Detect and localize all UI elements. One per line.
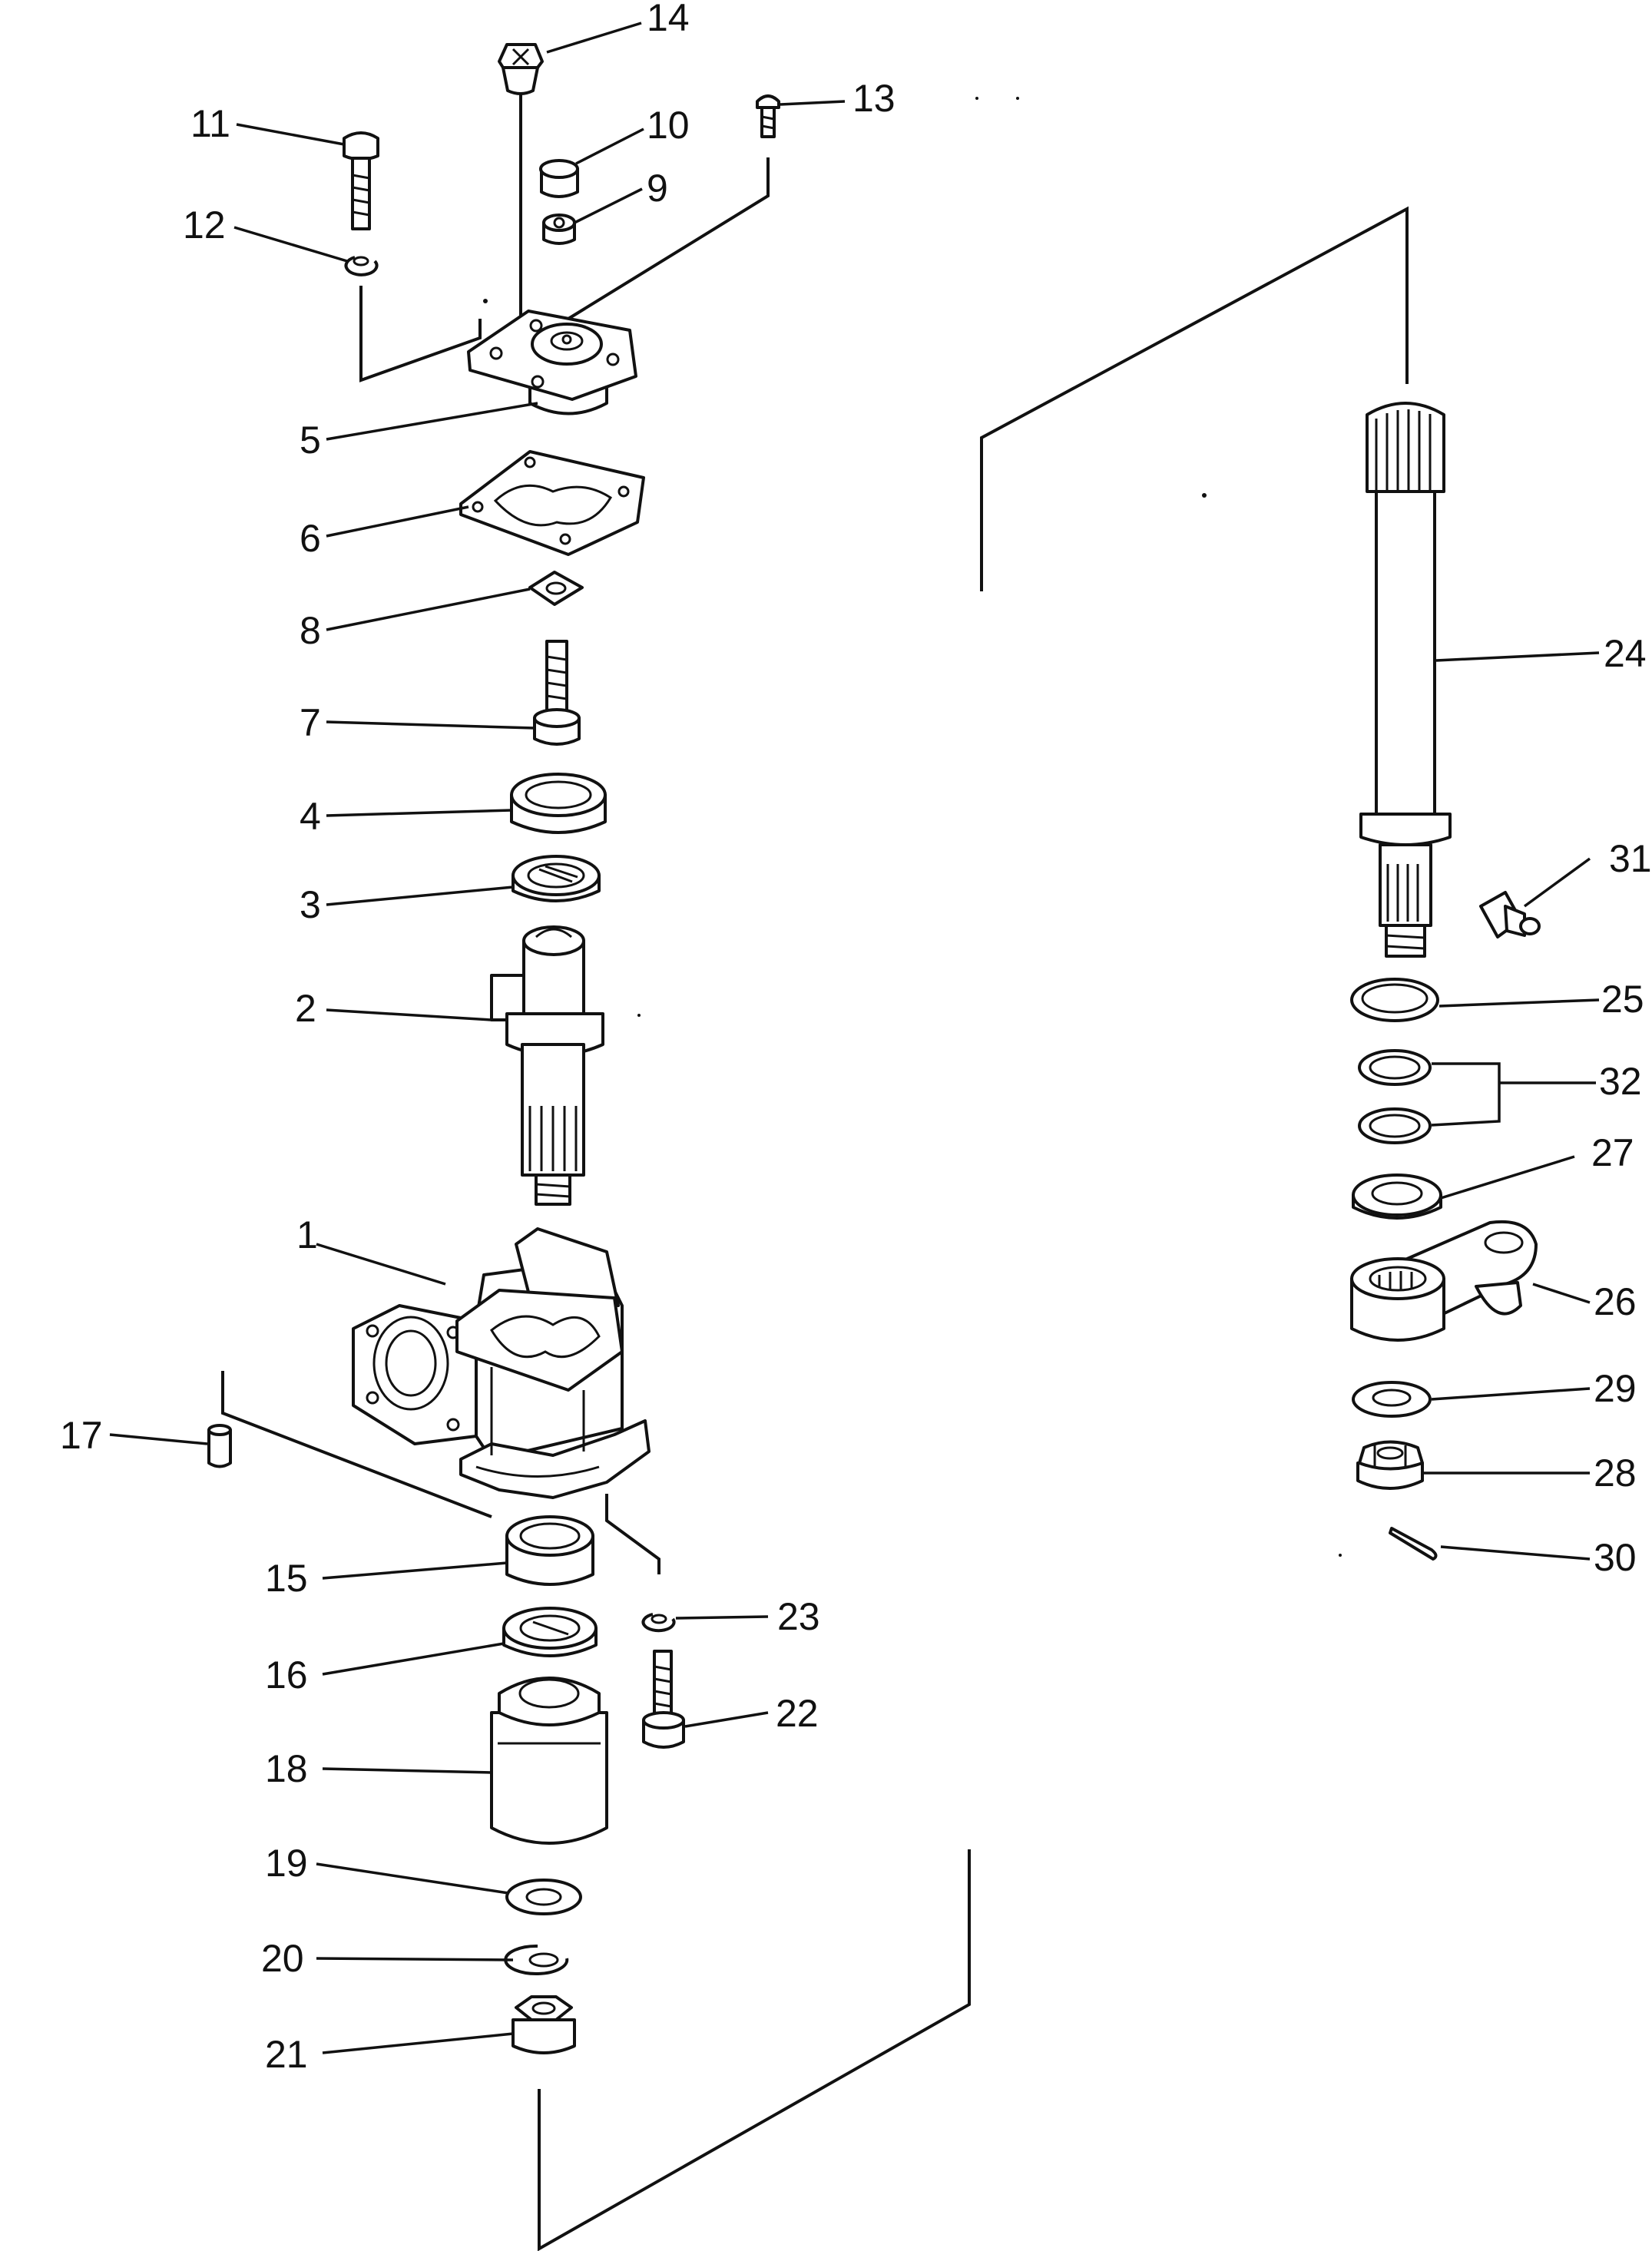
part-11-bolt xyxy=(343,131,379,230)
part-27-collar xyxy=(1352,1173,1442,1220)
part-21-nut xyxy=(511,1995,576,2054)
part-15-bearing xyxy=(505,1515,594,1586)
part-5-cover xyxy=(467,310,637,415)
callout-28: 28 xyxy=(1594,1452,1637,1495)
part-30-cotter-pin xyxy=(1389,1527,1438,1561)
callout-22: 22 xyxy=(776,1692,819,1735)
part-1-housing xyxy=(352,1227,651,1499)
part-13-screw xyxy=(756,94,780,138)
callout-2: 2 xyxy=(295,987,316,1030)
callout-3: 3 xyxy=(300,883,321,926)
assembly-guide-lines xyxy=(221,55,1409,2251)
part-2-shaft xyxy=(490,925,604,1206)
callout-19: 19 xyxy=(265,1842,308,1885)
callout-8: 8 xyxy=(300,609,321,652)
part-31-grease-fitting xyxy=(1479,891,1541,938)
part-25-seal xyxy=(1350,978,1439,1022)
part-24-shaft xyxy=(1359,402,1452,958)
leader-lines xyxy=(109,22,1600,2054)
part-6-gasket xyxy=(459,450,645,556)
callout-25: 25 xyxy=(1601,978,1644,1021)
callout-9: 9 xyxy=(647,167,668,210)
callout-1: 1 xyxy=(296,1213,318,1256)
part-22-bolt xyxy=(642,1650,685,1749)
part-32-shim-upper xyxy=(1358,1049,1432,1086)
callout-4: 4 xyxy=(300,795,321,838)
part-19-washer xyxy=(505,1879,582,1915)
callout-30: 30 xyxy=(1594,1536,1637,1579)
callout-5: 5 xyxy=(300,419,321,462)
callout-labels: 1 2 3 4 5 6 7 8 9 10 11 12 13 14 15 16 1… xyxy=(60,0,1652,2076)
part-32-shim-lower xyxy=(1358,1107,1432,1144)
callout-32: 32 xyxy=(1599,1060,1642,1103)
part-26-arm xyxy=(1350,1220,1538,1342)
callout-17: 17 xyxy=(60,1414,103,1457)
part-29-washer xyxy=(1352,1381,1432,1418)
part-18-cup xyxy=(490,1677,608,1845)
part-14-plug xyxy=(498,43,544,95)
part-20-washer xyxy=(504,1944,569,1975)
callout-31: 31 xyxy=(1609,837,1652,880)
part-16-bearing xyxy=(502,1607,598,1657)
callout-21: 21 xyxy=(265,2033,308,2076)
part-23-ring xyxy=(641,1613,676,1633)
callout-29: 29 xyxy=(1594,1367,1637,1410)
callout-15: 15 xyxy=(265,1557,308,1600)
part-17-pin xyxy=(207,1424,232,1468)
callout-10: 10 xyxy=(647,104,690,147)
part-9-nut xyxy=(542,214,576,245)
part-12-ring xyxy=(344,256,379,276)
part-8-washer xyxy=(528,571,584,606)
callout-14: 14 xyxy=(647,0,690,39)
part-3-bearing xyxy=(511,855,601,902)
callout-11: 11 xyxy=(190,102,230,145)
part-7-screw xyxy=(533,640,581,746)
part-4-bearing xyxy=(510,773,607,834)
part-28-nut xyxy=(1356,1440,1424,1490)
callout-16: 16 xyxy=(265,1653,308,1697)
callout-18: 18 xyxy=(265,1747,308,1790)
callout-24: 24 xyxy=(1604,632,1647,675)
callout-26: 26 xyxy=(1594,1280,1637,1323)
callout-27: 27 xyxy=(1591,1131,1634,1174)
callout-6: 6 xyxy=(300,517,321,560)
callout-13: 13 xyxy=(852,77,896,120)
callout-23: 23 xyxy=(777,1595,820,1638)
callout-12: 12 xyxy=(183,204,226,247)
scan-specks xyxy=(483,97,1342,1557)
part-10-cap xyxy=(539,159,579,198)
callout-20: 20 xyxy=(261,1937,304,1980)
callout-7: 7 xyxy=(300,701,321,744)
